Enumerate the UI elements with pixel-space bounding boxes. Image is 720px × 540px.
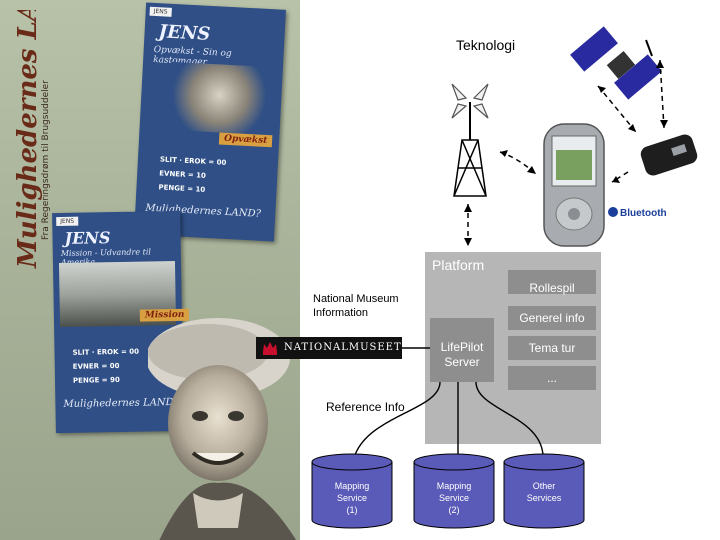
service-tema-tur: Tema tur	[528, 341, 576, 355]
cell-tower-icon	[451, 83, 489, 197]
server-db1-link	[354, 381, 441, 456]
service-box	[508, 336, 596, 360]
service-box	[508, 366, 596, 390]
crown-icon	[263, 342, 277, 355]
server-db3-link	[475, 381, 544, 456]
poster-panel: Mulighedernes LAND? Fra Regeringsdrøm ti…	[0, 0, 300, 540]
database-mapping-service-1	[311, 453, 393, 529]
database-label-mapping-1: Mapping Service (1)	[334, 481, 370, 515]
satellite-phone-link	[597, 85, 637, 133]
bluetooth-logo-icon: Bluetooth	[608, 207, 667, 219]
lifepilot-server-box	[430, 318, 494, 382]
database-label-other: Other Services	[526, 481, 562, 503]
national-museum-label: National Museum Information	[313, 293, 399, 319]
service-generel-info: Generel info	[519, 311, 585, 325]
database-label-mapping-2: Mapping Service (2)	[436, 481, 472, 515]
service-more: ...	[546, 371, 557, 385]
platform-label: Platform	[432, 257, 485, 273]
database-mapping-service-2	[413, 453, 495, 529]
satellite-gps-link	[659, 59, 665, 129]
poster-title-text: Mulighedernes LAND?	[13, 10, 43, 269]
database-other-services	[503, 453, 585, 529]
phone-gps-link	[611, 171, 629, 183]
poster-vertical-title: Mulighedernes LAND? Fra Regeringsdrøm ti…	[13, 10, 51, 269]
nationalmuseet-logo-text: NATIONALMUSEET	[284, 342, 402, 353]
gps-receiver-icon	[640, 134, 698, 176]
solid-connectors	[354, 347, 544, 456]
nationalmuseet-logo: NATIONALMUSEET	[256, 337, 402, 359]
poster-subtitle-text: Fra Regeringsdrøm til Brugsuddeler	[41, 80, 51, 240]
lifepilot-server-label: LifePilot Server	[440, 340, 484, 369]
technology-label: Teknologi	[456, 37, 516, 53]
service-box	[508, 270, 596, 294]
smartphone-icon	[543, 123, 605, 247]
bluetooth-label: Bluetooth	[620, 208, 667, 219]
boy-photo	[148, 318, 297, 540]
service-rollespil: Rollespil	[529, 281, 575, 295]
arrow-heads	[464, 60, 668, 246]
reference-info-label: Reference Info	[326, 400, 405, 414]
service-box	[508, 306, 596, 330]
satellite-icon	[570, 26, 662, 100]
